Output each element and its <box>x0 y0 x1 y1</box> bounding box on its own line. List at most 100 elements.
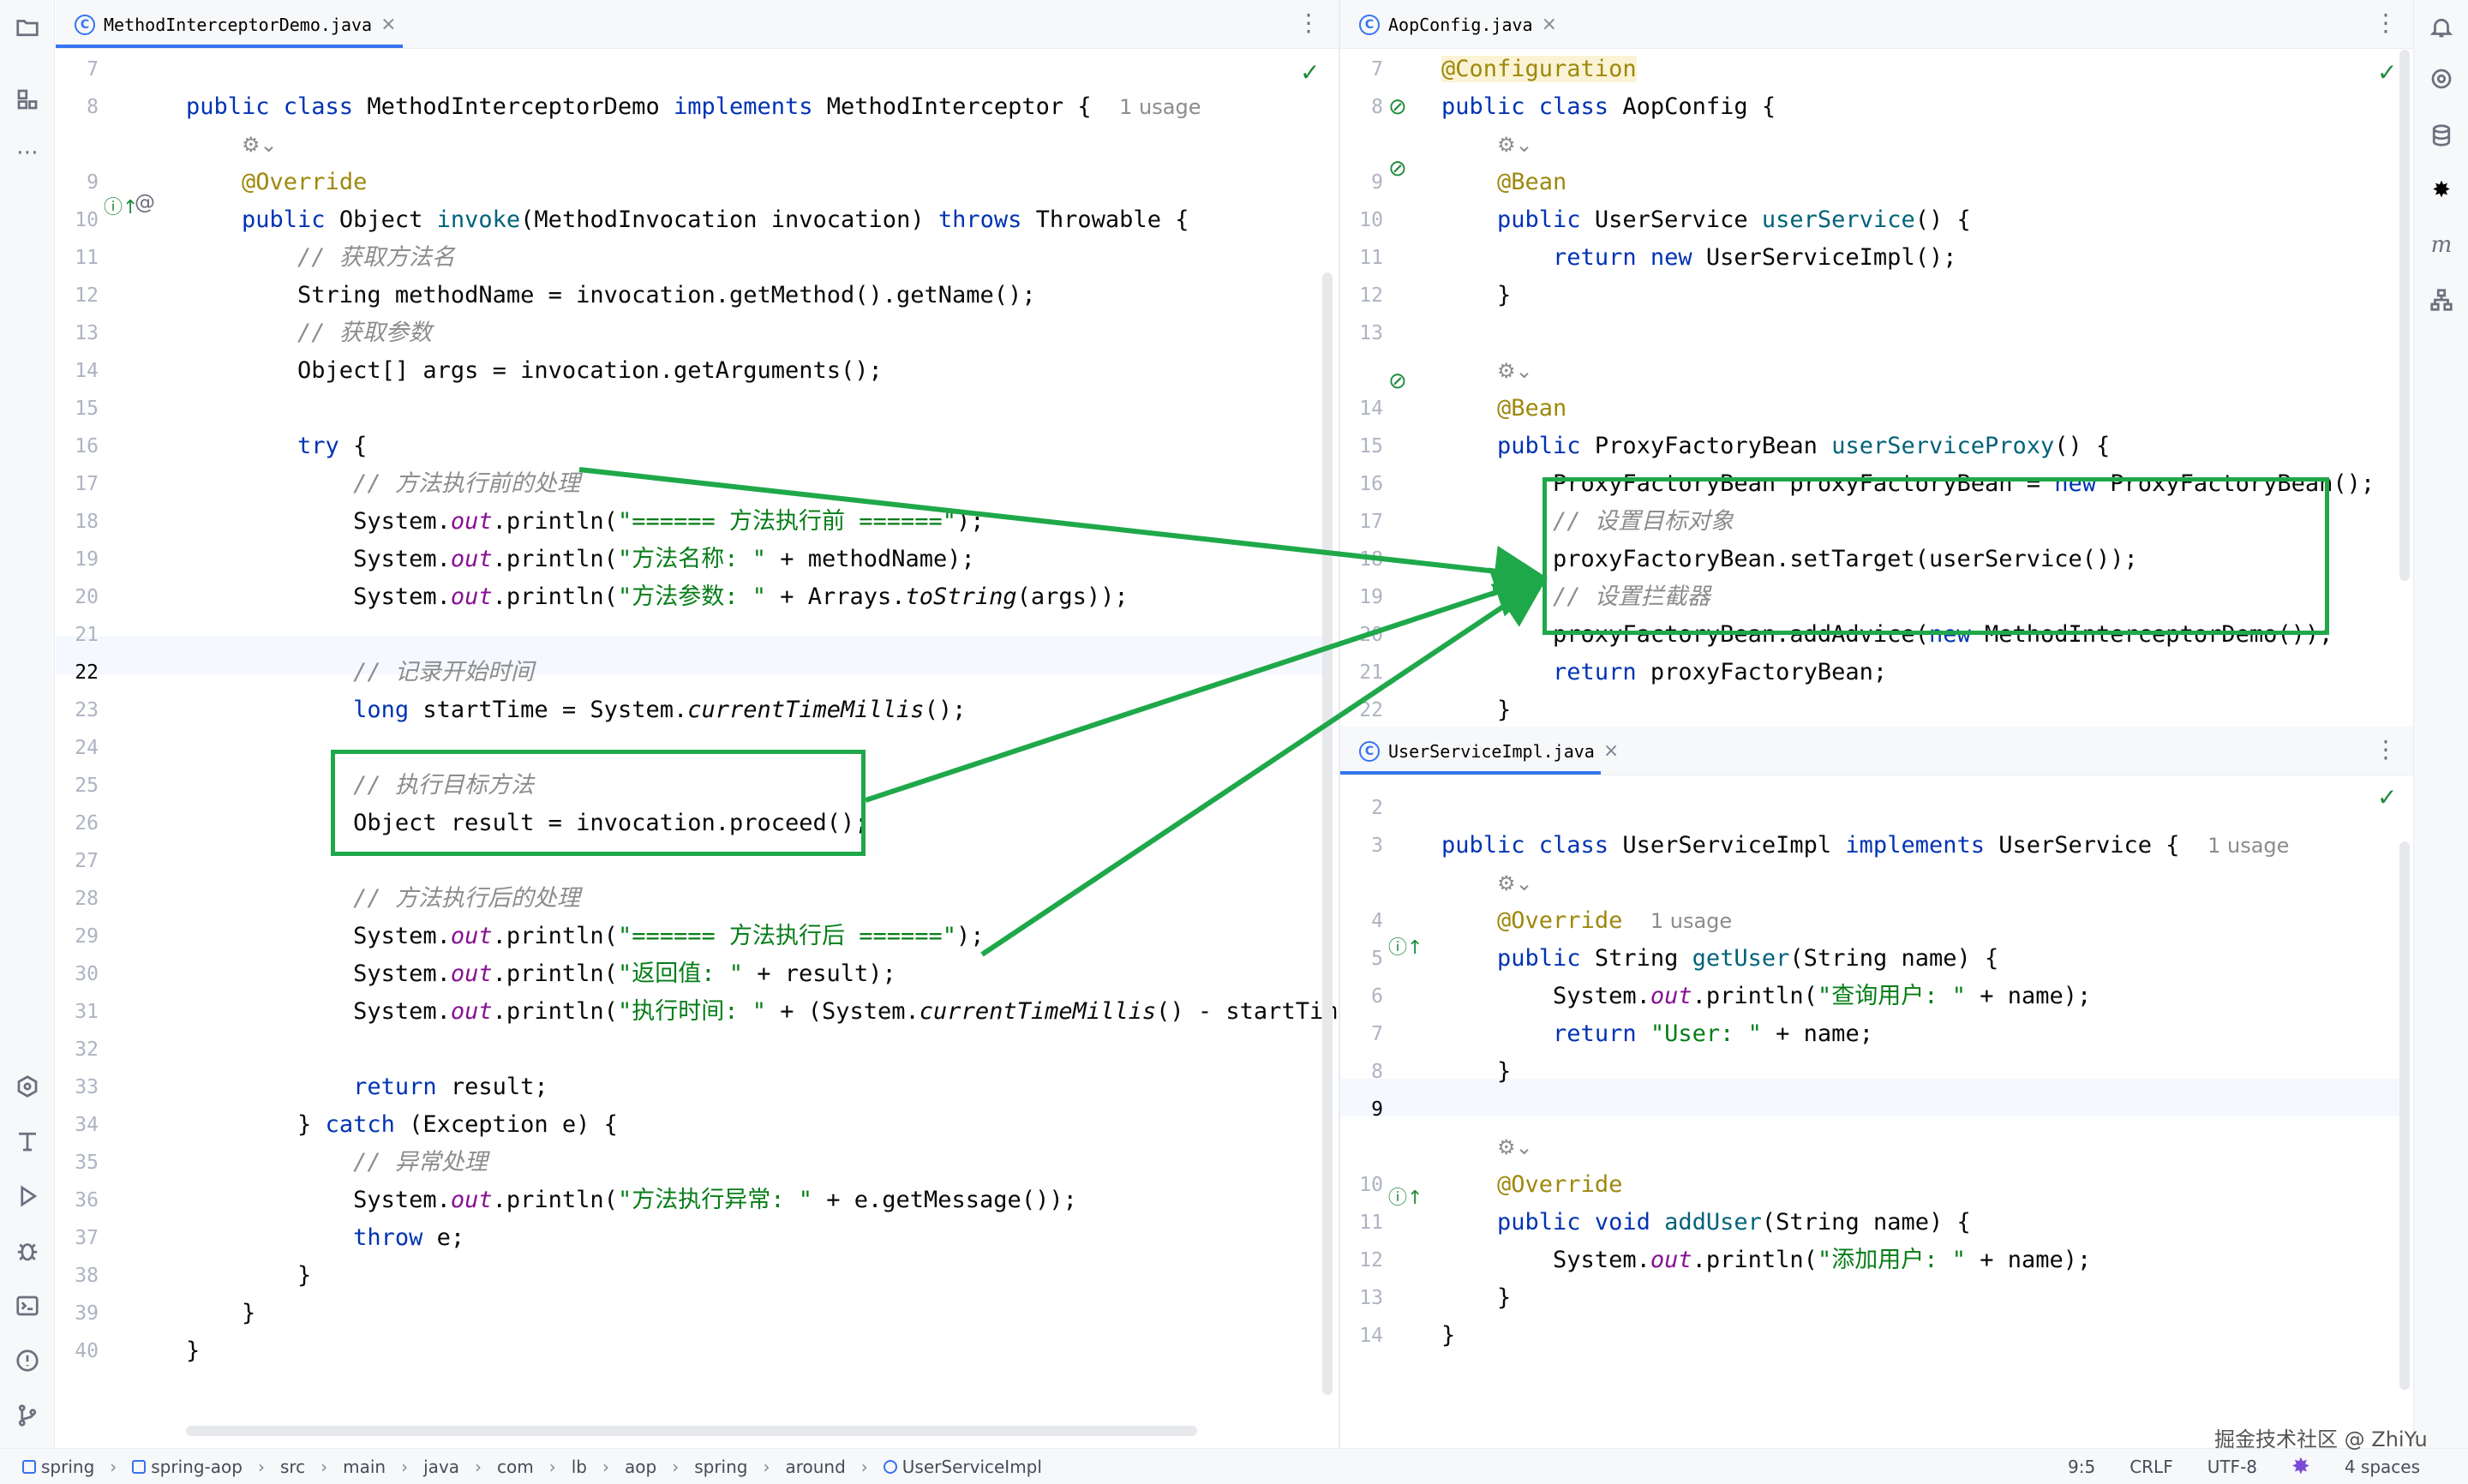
code-line[interactable]: } catch (Exception e) { <box>186 1111 618 1138</box>
line-number[interactable]: 35 <box>75 1152 99 1174</box>
maven-icon[interactable]: m <box>2430 232 2453 258</box>
code-line[interactable]: try { <box>297 433 368 459</box>
code-line[interactable]: // 方法执行后的处理 <box>353 885 580 912</box>
implements-gutter-icon[interactable]: ⓘ↑ <box>1388 937 1423 959</box>
code-line[interactable]: } <box>1441 1058 1512 1085</box>
tab-method-interceptor-demo[interactable]: C MethodInterceptorDemo.java × <box>63 0 409 49</box>
code-line[interactable]: long startTime = System.currentTimeMilli… <box>353 697 967 723</box>
line-number[interactable]: 23 <box>75 699 99 721</box>
debug-icon[interactable] <box>10 1234 45 1268</box>
no-problems-icon[interactable]: ✓ <box>2377 783 2398 811</box>
line-number[interactable]: 10 <box>75 209 99 231</box>
breadcrumb-item[interactable]: src <box>279 1456 306 1477</box>
structure-icon[interactable] <box>10 82 45 117</box>
line-number[interactable]: 12 <box>75 284 99 307</box>
code-line[interactable]: System.out.println("添加用户: " + name); <box>1441 1247 2092 1273</box>
ai-status-icon[interactable]: ✸ <box>2291 1453 2310 1480</box>
line-number[interactable]: 12 <box>1359 284 1383 307</box>
code-line[interactable]: return result; <box>353 1074 548 1100</box>
breadcrumb-item[interactable]: java <box>423 1456 460 1477</box>
bean-gutter-icon[interactable]: ⊘ <box>1388 368 1407 394</box>
code-line[interactable]: String methodName = invocation.getMethod… <box>186 282 1036 308</box>
code-line[interactable]: } <box>186 1337 201 1364</box>
code-line[interactable]: System.out.println("方法参数: " + Arrays.toS… <box>186 583 1129 610</box>
code-line[interactable]: } <box>1441 697 1512 723</box>
code-line[interactable]: System.out.println("方法名称: " + methodName… <box>186 546 975 572</box>
line-number[interactable]: 7 <box>1371 1023 1383 1045</box>
code-line[interactable]: public void addUser(String name) { <box>1497 1209 1971 1236</box>
line-number[interactable]: 3 <box>1371 835 1383 857</box>
code-line[interactable]: ⚙⌄ <box>1497 1135 1533 1159</box>
line-number[interactable]: 7 <box>87 58 99 81</box>
code-line[interactable]: // 设置目标对象 <box>1553 508 1734 535</box>
line-number[interactable]: 37 <box>75 1227 99 1249</box>
breadcrumb-item[interactable]: main <box>343 1456 386 1477</box>
close-icon[interactable]: × <box>1541 14 1558 35</box>
line-number[interactable]: 19 <box>75 548 99 571</box>
line-number[interactable]: 15 <box>75 398 99 420</box>
line-number[interactable]: 14 <box>75 360 99 382</box>
code-line[interactable]: ⚙⌄ <box>242 133 278 157</box>
line-number[interactable]: 8 <box>87 96 99 118</box>
code-line[interactable]: @Bean <box>1497 395 1567 422</box>
code-line[interactable]: ProxyFactoryBean proxyFactoryBean = new … <box>1441 470 2375 497</box>
code-line[interactable]: public ProxyFactoryBean userServiceProxy… <box>1497 433 2111 459</box>
database-icon[interactable] <box>2424 118 2459 153</box>
line-number[interactable]: 2 <box>1371 797 1383 819</box>
line-number[interactable]: 40 <box>75 1340 99 1362</box>
ai-assistant-icon[interactable] <box>2424 62 2459 96</box>
code-line[interactable]: @Override 1 usage <box>1497 907 1733 934</box>
code-line[interactable]: } <box>186 1300 256 1326</box>
breadcrumb-item[interactable]: spring-aop <box>132 1457 243 1477</box>
override-gutter-icon[interactable]: ⓘ↑ <box>104 197 139 218</box>
line-number[interactable]: 16 <box>75 435 99 458</box>
code-line[interactable]: ⚙⌄ <box>1497 871 1533 895</box>
code-line[interactable]: @Override <box>1497 1171 1623 1198</box>
code-line[interactable]: public class UserServiceImpl implements … <box>1441 832 2290 859</box>
vertical-scrollbar[interactable] <box>2399 841 2410 1390</box>
code-line[interactable]: @Bean <box>1497 169 1567 195</box>
code-line[interactable]: return "User: " + name; <box>1553 1020 1873 1047</box>
line-number[interactable]: 16 <box>1359 473 1383 495</box>
split-divider[interactable] <box>1339 0 1340 1448</box>
line-number[interactable]: 17 <box>75 473 99 495</box>
line-number[interactable]: 31 <box>75 1001 99 1023</box>
code-line[interactable]: public UserService userService() { <box>1497 206 1971 233</box>
code-line[interactable]: public class AopConfig { <box>1441 93 1776 120</box>
line-number[interactable]: 27 <box>75 850 99 872</box>
plugin-icon[interactable]: ✸ <box>2432 177 2451 203</box>
line-number[interactable]: 19 <box>1359 586 1383 608</box>
breadcrumb-item[interactable]: UserServiceImpl <box>883 1457 1042 1477</box>
line-number[interactable]: 11 <box>75 247 99 269</box>
breadcrumb-item[interactable]: around <box>785 1456 846 1477</box>
line-number[interactable]: 17 <box>1359 511 1383 533</box>
line-number[interactable]: 14 <box>1359 1325 1383 1347</box>
breadcrumb-item[interactable]: lb <box>571 1456 588 1477</box>
bean-gutter-icon[interactable]: ⊘ <box>1388 156 1407 182</box>
breadcrumb-item[interactable]: spring <box>694 1456 748 1477</box>
line-number[interactable]: 13 <box>1359 322 1383 344</box>
more-tools-icon[interactable]: ⋯ <box>16 140 39 165</box>
terminal-icon[interactable] <box>10 1289 45 1323</box>
code-line[interactable]: System.out.println("执行时间: " + (System.cu… <box>186 998 1339 1025</box>
hierarchy-icon[interactable] <box>2424 283 2459 317</box>
code-line[interactable]: // 设置拦截器 <box>1553 583 1710 610</box>
file-encoding[interactable]: UTF-8 <box>2207 1456 2258 1477</box>
code-line[interactable]: System.out.println("返回值: " + result); <box>186 960 896 987</box>
git-icon[interactable] <box>10 1398 45 1433</box>
more-actions-icon[interactable]: ⋮ <box>1297 9 1321 37</box>
close-icon[interactable]: × <box>380 14 397 35</box>
implements-gutter-icon[interactable]: ⓘ↑ <box>1388 1188 1423 1209</box>
close-icon[interactable]: × <box>1602 740 1620 762</box>
vertical-scrollbar[interactable] <box>2399 50 2410 581</box>
code-line[interactable]: ⚙⌄ <box>1497 133 1533 157</box>
code-line[interactable]: System.out.println("查询用户: " + name); <box>1441 983 2092 1009</box>
line-number[interactable]: 11 <box>1359 1212 1383 1234</box>
line-number[interactable]: 26 <box>75 812 99 835</box>
no-problems-icon[interactable]: ✓ <box>1300 58 1321 87</box>
line-number[interactable]: 34 <box>75 1114 99 1136</box>
line-number[interactable]: 9 <box>87 171 99 194</box>
code-line[interactable]: return proxyFactoryBean; <box>1553 659 1888 685</box>
line-number[interactable]: 25 <box>75 775 99 797</box>
tab-aop-config[interactable]: C AopConfig.java × <box>1347 0 1569 49</box>
